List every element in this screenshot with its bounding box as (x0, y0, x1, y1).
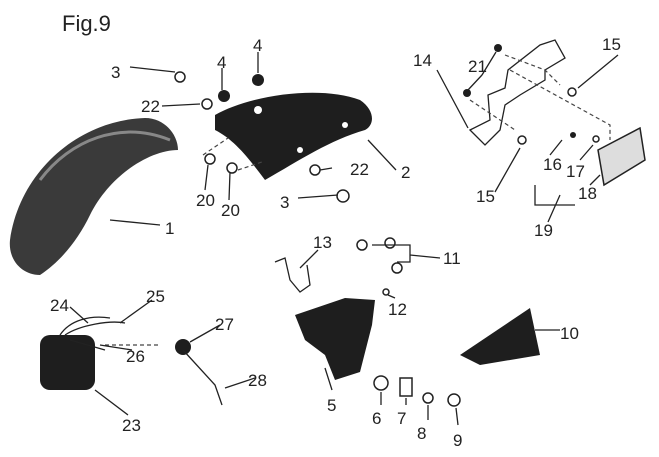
nut-icon (494, 44, 502, 52)
callout-27: 27 (215, 315, 234, 334)
cable (182, 349, 223, 406)
callout-18: 18 (578, 184, 597, 203)
callout-24: 24 (50, 296, 69, 315)
bolt-icon (517, 135, 527, 145)
bolt-icon (447, 393, 461, 407)
license-bracket-part (468, 39, 566, 146)
callout-4: 4 (253, 36, 262, 55)
assembly-dashes (202, 137, 263, 171)
washer-icon (422, 392, 434, 404)
washer-icon (201, 98, 213, 110)
fender-hole (297, 147, 303, 153)
cover-part (460, 308, 540, 365)
collar-icon (399, 377, 413, 397)
callout-7: 7 (397, 409, 406, 428)
fender-hole (342, 122, 348, 128)
callout-12: 12 (388, 300, 407, 319)
front-fender-part (9, 118, 178, 275)
callout-23: 23 (122, 416, 141, 435)
nut-icon (570, 132, 576, 138)
grommet-part (175, 339, 191, 355)
callout-6: 6 (372, 409, 381, 428)
nut-icon (204, 153, 216, 165)
clip-part (274, 257, 311, 293)
callout-25: 25 (146, 287, 165, 306)
callout-10: 10 (560, 324, 579, 343)
rear-fender-part (215, 92, 372, 180)
fender-hole (254, 106, 262, 114)
callout-15: 15 (602, 35, 621, 54)
callout-13: 13 (313, 233, 332, 252)
callout-3: 3 (280, 193, 289, 212)
screw-icon (391, 262, 403, 274)
callout-15: 15 (476, 187, 495, 206)
callout-16: 16 (543, 155, 562, 174)
screw-icon (356, 239, 368, 251)
washer-icon (592, 135, 600, 143)
mount-bracket-part (295, 298, 375, 380)
callout-28: 28 (248, 371, 267, 390)
callout-1: 1 (165, 219, 174, 238)
callout-2: 2 (401, 163, 410, 182)
callout-22: 22 (350, 160, 369, 179)
callout-20: 20 (196, 191, 215, 210)
nut-icon (382, 288, 390, 296)
screw-icon (384, 237, 396, 249)
fender-highlight (38, 130, 171, 181)
bolt-icon (567, 87, 577, 97)
callout-5: 5 (327, 396, 336, 415)
nut-icon (226, 162, 238, 174)
callout-19: 19 (534, 221, 553, 240)
assembly-dashes (469, 54, 611, 140)
callout-17: 17 (566, 162, 585, 181)
washer-icon (309, 164, 321, 176)
bolt-icon (174, 71, 186, 83)
leader-lines (69, 51, 619, 426)
callout-26: 26 (126, 347, 145, 366)
callout-3: 3 (111, 63, 120, 82)
callout-22: 22 (141, 97, 160, 116)
reflector-part (597, 126, 646, 187)
nut-icon (218, 90, 230, 102)
spacer-icon (373, 375, 389, 391)
connector-part (40, 335, 95, 390)
callout-14: 14 (413, 51, 432, 70)
callout-11: 11 (443, 249, 461, 268)
callout-21: 21 (468, 57, 487, 76)
figure-title: Fig.9 (62, 11, 111, 36)
callout-4: 4 (217, 53, 226, 72)
bolt-icon (336, 189, 350, 203)
callout-20: 20 (221, 201, 240, 220)
nut-icon (252, 74, 264, 86)
callout-9: 9 (453, 431, 462, 450)
callout-8: 8 (417, 424, 426, 443)
nut-icon (463, 89, 471, 97)
